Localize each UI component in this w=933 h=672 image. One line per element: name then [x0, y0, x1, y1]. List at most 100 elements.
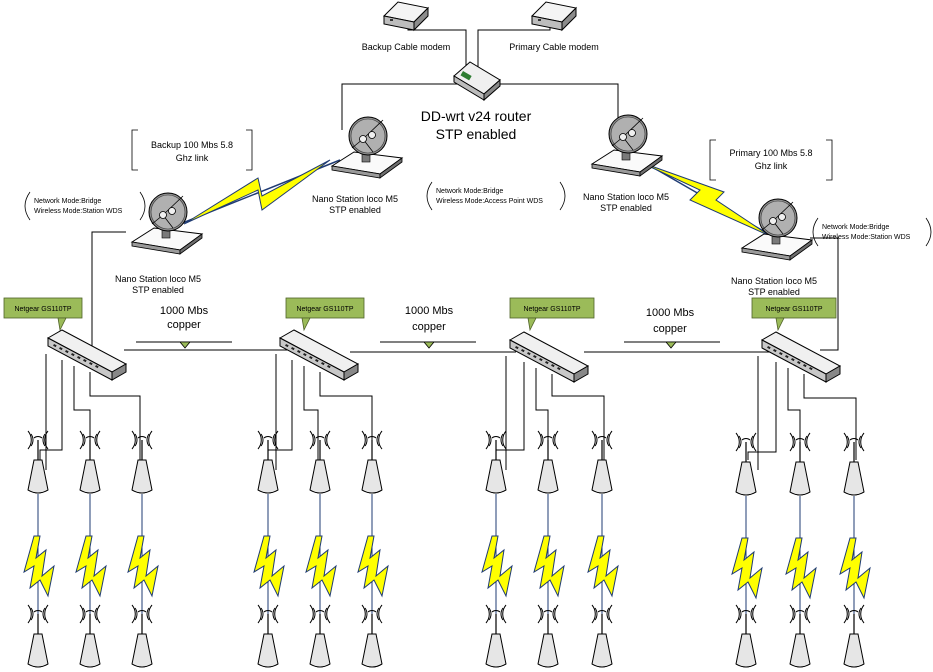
backup-link-line1: Backup 100 Mbs 5.8 — [151, 140, 233, 150]
switch-4: Netgear GS110TP — [751, 297, 841, 383]
antenna-dish-icon — [591, 114, 663, 177]
drops — [39, 354, 857, 470]
mode-note-left: Network Mode:Bridge Wireless Mode:Statio… — [34, 198, 123, 215]
nano-station-label: Nano Station loco M5 — [312, 194, 398, 204]
router-icon — [453, 61, 501, 102]
network-mode-text: Network Mode:Bridge — [436, 188, 503, 195]
primary-modem: Primary Cable modem — [509, 1, 599, 52]
lightning-bolt-icon — [587, 535, 619, 597]
switch-label: Netgear GS110TP — [523, 306, 580, 313]
lightning-bolt-icon — [533, 535, 565, 597]
wireless-access-point-icon — [309, 604, 331, 668]
wireless-mode-text: Wireless Mode:Station WDS — [34, 208, 123, 215]
switch-icon — [509, 331, 589, 383]
access-points-top — [27, 430, 865, 496]
wireless-access-point-icon — [537, 430, 559, 494]
copper-markers — [179, 341, 677, 349]
copper-link-3: 1000 Mbs copper — [646, 307, 695, 335]
router-subtitle: STP enabled — [436, 126, 517, 142]
lightning-bolt-icon — [785, 537, 817, 599]
switch-label: Netgear GS110TP — [14, 306, 71, 313]
cable-modem-icon — [531, 1, 577, 31]
wireless-access-point-icon — [131, 430, 153, 494]
primary-link-note: Primary 100 Mbs 5.8 Ghz link — [729, 148, 812, 171]
wireless-access-point-icon — [257, 430, 279, 494]
lightning-bolt-icon — [253, 535, 285, 597]
wireless-access-point-icon — [485, 604, 507, 668]
primary-link-line1: Primary 100 Mbs 5.8 — [729, 148, 812, 158]
wireless-access-point-icon — [591, 430, 613, 494]
copper-link-1: 1000 Mbs copper — [160, 305, 209, 331]
wireless-access-point-icon — [789, 604, 811, 668]
cabling — [58, 24, 839, 353]
wireless-mode-text: Wireless Mode:Access Point WDS — [436, 198, 543, 205]
wireless-access-point-icon — [591, 604, 613, 668]
backup-wireless-link — [179, 159, 341, 225]
primary-modem-label: Primary Cable modem — [509, 42, 599, 52]
nano-station-right: Nano Station loco M5 STP enabled — [731, 198, 817, 297]
wireless-access-point-icon — [27, 604, 49, 668]
wireless-access-point-icon — [79, 430, 101, 494]
lightning-bolt-icon — [75, 535, 107, 597]
mode-note-right: Network Mode:Bridge Wireless Mode:Statio… — [822, 224, 911, 241]
lightning-bolt-icon — [127, 535, 159, 597]
antenna-dish-icon — [131, 192, 203, 255]
wireless-access-point-icon — [735, 432, 757, 496]
copper-medium: copper — [167, 319, 201, 331]
lightning-bolt-icon — [183, 159, 331, 225]
brackets — [24, 129, 932, 247]
wireless-access-point-icon — [789, 432, 811, 496]
wireless-access-point-icon — [537, 604, 559, 668]
backup-link-note: Backup 100 Mbs 5.8 Ghz link — [151, 140, 233, 163]
wireless-access-point-icon — [79, 604, 101, 668]
lightning-bolt-icon — [731, 537, 763, 599]
wireless-access-point-icon — [27, 430, 49, 494]
nano-station-label: Nano Station loco M5 — [115, 274, 201, 284]
copper-link-2: 1000 Mbs copper — [405, 305, 454, 333]
copper-speed: 1000 Mbs — [160, 305, 209, 317]
wireless-access-point-icon — [131, 604, 153, 668]
backup-modem-label: Backup Cable modem — [362, 42, 451, 52]
switch-1: Netgear GS110TP — [3, 297, 127, 381]
nano-station-label: Nano Station loco M5 — [583, 192, 669, 202]
backup-link-line2: Ghz link — [176, 153, 209, 163]
lightning-bolt-icon — [481, 535, 513, 597]
wireless-access-point-icon — [843, 432, 865, 496]
lightning-bolt-icon — [23, 535, 55, 597]
mode-note-center: Network Mode:Bridge Wireless Mode:Access… — [436, 188, 543, 205]
network-mode-text: Network Mode:Bridge — [822, 224, 889, 231]
backup-modem: Backup Cable modem — [362, 1, 451, 52]
switch-tag — [509, 297, 595, 319]
lightning-bolt-icon — [357, 535, 389, 597]
wireless-access-point-icon — [257, 604, 279, 668]
primary-link-line2: Ghz link — [755, 161, 788, 171]
switch-tag — [751, 297, 837, 319]
switch-label: Netgear GS110TP — [765, 306, 822, 313]
nano-station-left: Nano Station loco M5 STP enabled — [115, 192, 203, 295]
network-mode-text: Network Mode:Bridge — [34, 198, 101, 205]
router: DD-wrt v24 router STP enabled — [421, 61, 532, 142]
wireless-access-point-icon — [843, 604, 865, 668]
switch-icon — [761, 331, 841, 383]
nano-station-status: STP enabled — [329, 205, 381, 215]
nano-station-center-left: Nano Station loco M5 STP enabled — [312, 116, 403, 215]
access-points-bottom — [27, 604, 865, 668]
switch-label: Netgear GS110TP — [296, 306, 353, 313]
nano-station-status: STP enabled — [600, 203, 652, 213]
wireless-access-point-icon — [735, 604, 757, 668]
nano-station-label: Nano Station loco M5 — [731, 276, 817, 286]
copper-speed: 1000 Mbs — [646, 307, 695, 319]
wireless-access-point-icon — [485, 430, 507, 494]
switch-tag — [285, 297, 365, 319]
wireless-access-point-icon — [309, 430, 331, 494]
copper-speed: 1000 Mbs — [405, 305, 454, 317]
antenna-dish-icon — [741, 198, 813, 261]
ap-wireless-links — [23, 494, 871, 634]
nano-station-status: STP enabled — [132, 285, 184, 295]
wireless-access-point-icon — [361, 604, 383, 668]
router-title: DD-wrt v24 router — [421, 108, 532, 124]
lightning-bolt-icon — [839, 537, 871, 599]
cable-modem-icon — [383, 1, 429, 31]
nano-station-status: STP enabled — [748, 287, 800, 297]
